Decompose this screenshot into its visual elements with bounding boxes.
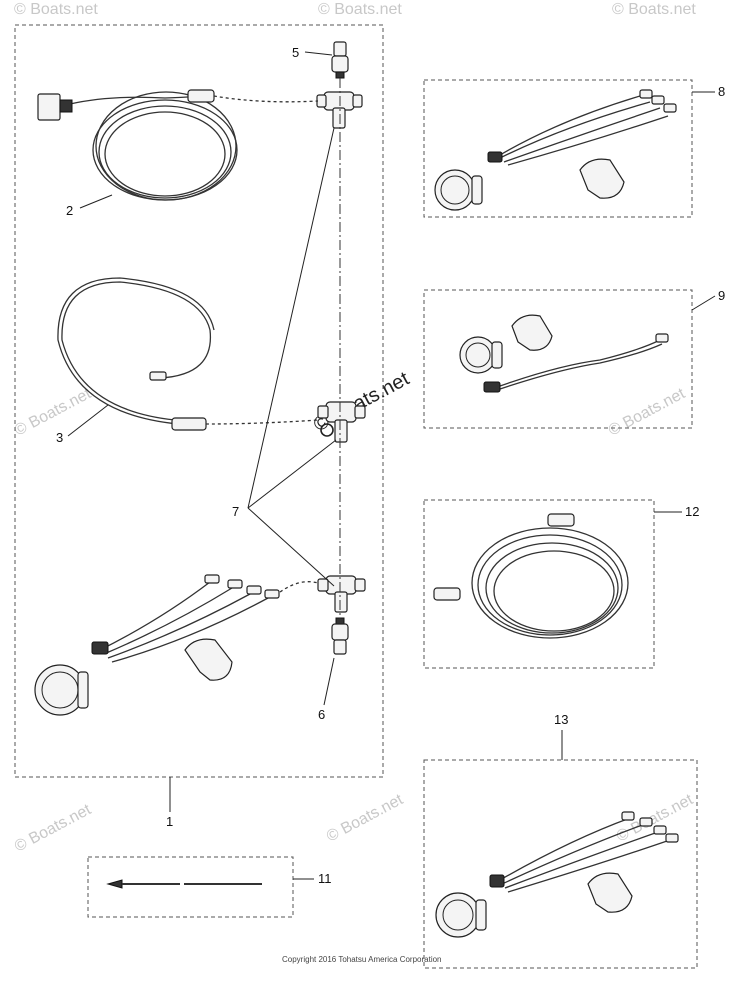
callout-9: 9 xyxy=(718,288,725,303)
callout-13: 13 xyxy=(554,712,568,727)
leader-7b xyxy=(247,439,337,509)
t-connector-middle xyxy=(317,401,366,443)
leader-9 xyxy=(691,295,716,311)
watermark: © Boats.net xyxy=(318,1,402,18)
watermark: © Boats.net xyxy=(606,385,688,440)
leader-5 xyxy=(304,51,333,56)
callout-8: 8 xyxy=(718,84,725,99)
t-connector-bottom xyxy=(317,575,366,613)
group-box-9 xyxy=(423,289,693,429)
group-box-1 xyxy=(14,24,384,778)
callout-2: 2 xyxy=(66,203,73,218)
callout-5: 5 xyxy=(292,45,299,60)
cable-loop-part-3 xyxy=(57,277,319,431)
cable-coil-part-12 xyxy=(433,513,629,639)
cable-coil-part-2 xyxy=(37,89,319,201)
gauge-kit-part-8 xyxy=(434,89,677,211)
group-box-12 xyxy=(423,499,655,669)
watermark: © Boats.net xyxy=(12,385,94,440)
watermark-center: © Boats.net xyxy=(310,368,413,437)
leader-2 xyxy=(79,194,113,209)
leader-7c xyxy=(247,507,335,587)
copyright-text: Copyright 2016 Tohatsu America Corporati… xyxy=(282,955,442,964)
leader-7a xyxy=(247,127,335,509)
callout-1: 1 xyxy=(166,814,173,829)
terminator-part-5 xyxy=(331,41,349,79)
sensor-part-11 xyxy=(106,879,262,889)
group-box-8 xyxy=(423,79,693,218)
callout-3: 3 xyxy=(56,430,63,445)
leader-6 xyxy=(323,657,335,706)
callout-7: 7 xyxy=(232,504,239,519)
watermark: © Boats.net xyxy=(612,1,696,18)
watermark: © Boats.net xyxy=(14,1,98,18)
watermark: © Boats.net xyxy=(324,791,406,846)
gauge-kit-part-9 xyxy=(459,314,669,393)
callout-6: 6 xyxy=(318,707,325,722)
callout-12: 12 xyxy=(685,504,699,519)
gauge-harness-group-1 xyxy=(34,574,319,716)
group-box-11 xyxy=(87,856,294,918)
callout-11: 11 xyxy=(318,871,332,886)
leader-3 xyxy=(67,404,109,437)
group-box-13 xyxy=(423,759,698,969)
terminator-part-6 xyxy=(331,617,349,655)
gauge-kit-part-13 xyxy=(435,811,679,938)
watermark: © Boats.net xyxy=(12,801,94,856)
